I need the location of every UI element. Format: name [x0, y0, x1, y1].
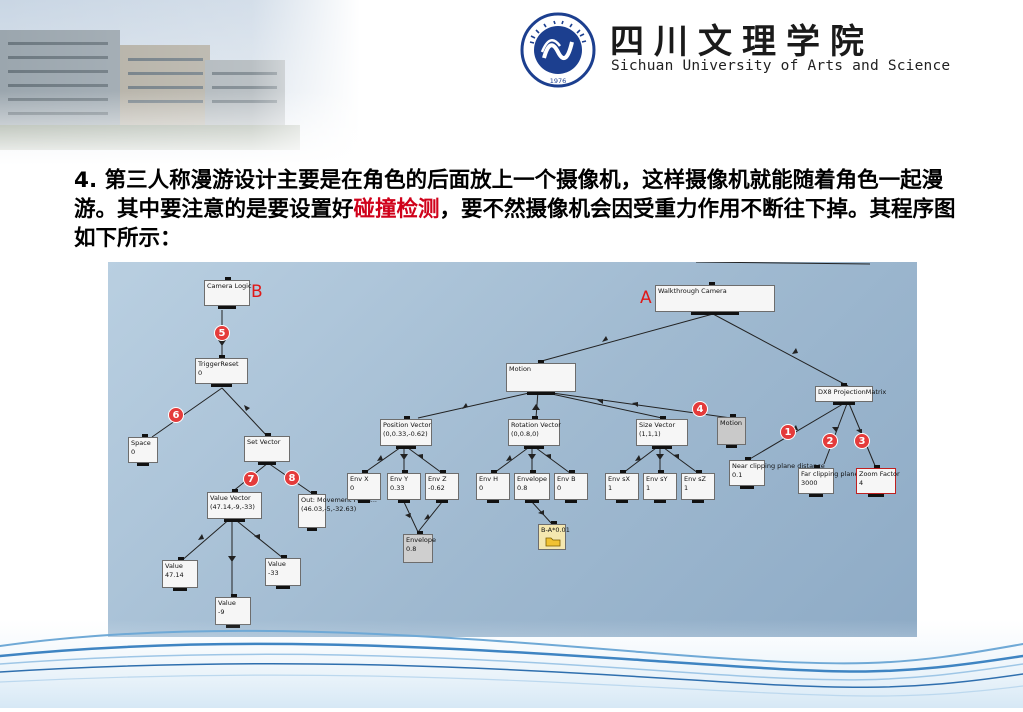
folder-icon [545, 537, 561, 547]
marker-5: 5 [214, 325, 230, 341]
seal-year: 1976 [550, 77, 567, 85]
node-out-movement-position[interactable]: Out: Movement Positi...(46.03,-5,-32.63) [298, 491, 377, 531]
paragraph-text: 4. 第三人称漫游设计主要是在角色的后面放上一个摄像机，这样摄像机就能随着角色一… [74, 168, 944, 222]
node-ba-file[interactable]: B-A*0.01 [538, 521, 570, 550]
marker-4: 4 [692, 401, 708, 417]
node-position-vector[interactable]: Position Vector(0,0.33,-0.62) [380, 416, 432, 449]
node-value-z[interactable]: Value-33 [265, 555, 301, 589]
marker-8: 8 [284, 470, 300, 486]
label-b: B [251, 282, 263, 302]
university-seal-logo: 1976 [520, 12, 596, 88]
node-motion-small[interactable]: Motion [717, 414, 746, 448]
decorative-waves [0, 560, 1023, 708]
body-paragraph: 4. 第三人称漫游设计主要是在角色的后面放上一个摄像机，这样摄像机就能随着角色一… [74, 166, 964, 253]
node-set-vector[interactable]: Set Vector [244, 433, 290, 465]
marker-3: 3 [854, 433, 870, 449]
school-name-chinese: 四川文理学院 [610, 22, 874, 62]
node-walkthrough-camera[interactable]: Walkthrough Camera [655, 282, 775, 315]
marker-1: 1 [780, 424, 796, 440]
marker-6: 6 [168, 407, 184, 423]
node-dx8-projection-matrix[interactable]: DX8 ProjectionMatrix [815, 383, 886, 405]
node-motion[interactable]: Motion [506, 360, 576, 395]
node-value-vector[interactable]: Value Vector(47.14,-9,-33) [207, 489, 262, 522]
marker-2: 2 [822, 433, 838, 449]
highlight-text: 碰撞检测 [353, 197, 440, 222]
node-rotation-vector[interactable]: Rotation Vector(0,0.8,0) [508, 416, 561, 449]
marker-7: 7 [243, 471, 259, 487]
node-size-vector[interactable]: Size Vector(1,1,1) [636, 416, 688, 449]
node-camera-logic[interactable]: Camera Logic [204, 277, 252, 309]
paragraph-text-end: ，要不然摄像机会因受重力作用不断往下掉。其程序图如下所示： [74, 197, 956, 251]
campus-buildings-image [0, 0, 360, 165]
label-a: A [640, 288, 652, 308]
school-name-english: Sichuan University of Arts and Science [611, 58, 951, 74]
node-env-z[interactable]: Env Z-0.62 [425, 470, 459, 503]
